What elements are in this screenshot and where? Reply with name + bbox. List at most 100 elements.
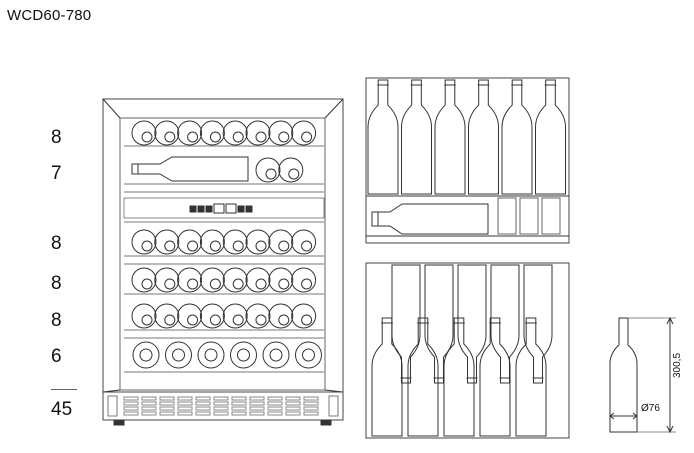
vent-slot [231,396,247,401]
bottle-base [519,197,539,235]
standing-bottle [523,264,553,384]
control-panel [123,197,325,219]
bottle-end [199,120,225,146]
bottle-end [131,229,157,255]
vent-slot [123,401,139,406]
vent-slot [249,411,265,416]
bottle-neck [232,131,244,143]
vent-slot [231,411,247,416]
bottle-end [222,229,248,255]
control-button [197,205,205,213]
side-view-upper [365,77,570,244]
bottle-end [154,303,180,329]
vent-slot [123,396,139,401]
bottle-neck [278,131,290,143]
control-button [205,205,213,213]
bottle-neck [172,348,185,362]
bottle-neck [209,314,221,326]
standing-bottle [434,79,466,195]
bottle-end [177,267,203,293]
bottle-neck [141,240,153,252]
vent-slot [213,406,229,411]
bottle-end [222,120,248,146]
bottle-base [541,197,561,235]
standing-bottle [424,264,454,384]
cooler-front-view [102,98,344,426]
vent-slot [267,411,283,416]
bottle-neck [269,348,283,362]
glass-door [119,117,326,391]
bottle-neck [278,314,290,326]
bottle-neck [301,314,313,326]
bottle-neck [278,240,290,252]
bottle-end [291,229,317,255]
shelf-count-1: 8 [51,127,62,148]
bottle-neck [265,168,277,180]
vent-slot [249,396,265,401]
bottle-end [268,267,294,293]
vent-slot [195,396,211,401]
bottle-end [245,303,271,329]
vent-slot [249,401,265,406]
vent-slot [303,411,319,416]
standing-bottle [371,317,403,437]
cabinet-outer [102,98,344,393]
bottle-end [278,157,304,183]
bottle-end [255,157,281,183]
vent-slot [267,401,283,406]
bottle-end [230,341,257,369]
bottle-neck [209,278,221,290]
bottle-neck [237,348,250,362]
control-button [237,205,245,213]
standing-bottle [535,79,566,195]
standing-bottle [401,79,432,195]
vent-slot [231,406,247,411]
vent-slot [285,401,301,406]
vent-slot [303,396,319,401]
bottle-neck [164,240,176,252]
bottle-end [199,303,225,329]
vent-slot [123,406,139,411]
bottle-end [268,229,294,255]
bottle-end [154,229,180,255]
bottle-neck [232,278,244,290]
vent-slot [267,406,283,411]
standing-bottle [367,79,399,195]
bottle-neck [209,240,221,252]
standing-bottle [468,79,499,195]
bottle-end [177,303,203,329]
lying-bottle [131,156,249,182]
bottle-neck [301,278,313,290]
vent-slot [213,401,229,406]
standing-bottle [515,317,547,437]
vent-slot [195,401,211,406]
bottle-end [291,303,317,329]
vent-slot [159,396,175,401]
bottle-neck [139,348,153,362]
control-button [245,205,253,213]
vent-slot [177,396,193,401]
bottle-outline [609,317,638,433]
bottle-neck [141,131,153,143]
bottle-end [199,229,225,255]
bottle-dimension-drawing: 300,5 Ø76 [609,316,683,434]
bottle-end [245,267,271,293]
bottle-neck [187,314,199,326]
total-count: 45 [51,399,73,420]
shelf-count-4: 8 [51,273,62,294]
bottle-neck [164,278,176,290]
bottle-end [291,120,317,146]
shelf-count-6: 6 [51,346,62,367]
standing-bottle [457,264,487,384]
bottle-end [268,120,294,146]
bottle-neck [255,240,267,252]
bottle-neck [187,278,199,290]
bottle-neck [302,348,315,362]
vent-slot [213,396,229,401]
bottle-end [291,267,317,293]
vent-slot [213,411,229,416]
bottle-end [245,229,271,255]
bottle-end [154,267,180,293]
bottle-end [268,303,294,329]
